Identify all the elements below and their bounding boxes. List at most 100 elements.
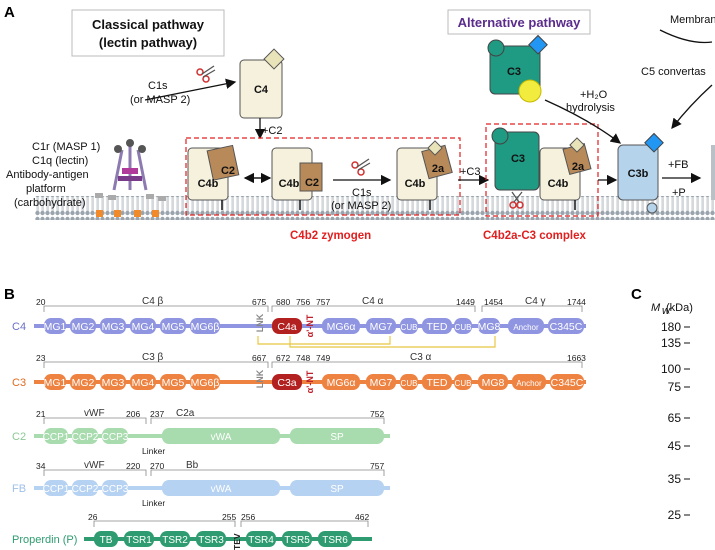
properdin-domain-5: TSR5	[284, 535, 310, 546]
properdin-row-label: Properdin (P)	[12, 534, 77, 546]
c3-domain-14: MG8	[482, 377, 505, 389]
c4-domain-6: LNK	[255, 313, 265, 332]
c3-domain-10: MG7	[370, 377, 393, 389]
fb-num-3: 270	[150, 461, 164, 471]
cropped-molecule	[711, 145, 715, 200]
c2-label-1: C2	[221, 165, 235, 177]
c3-domain-3: MG4	[132, 377, 155, 389]
c4-domain-5-box	[190, 318, 220, 334]
c3-domain-4: MG5	[162, 377, 185, 389]
c3-molecule: C3	[487, 34, 548, 103]
properdin-domain-6: TSR6	[322, 535, 348, 546]
panel-a: A Classical pathway (lectin pathway) Alt…	[4, 4, 715, 242]
c4-domain-16-box	[548, 318, 584, 334]
mw-tick-label-5: 45	[668, 439, 682, 453]
c3-domain-7-box	[272, 374, 302, 390]
properdin-domain-0-box	[94, 531, 118, 547]
c4-domain-13-box	[454, 318, 472, 334]
c4-domain-15: Anchor	[513, 323, 539, 332]
fb-domain-3-box	[162, 480, 280, 496]
cell-membrane	[35, 196, 715, 220]
c1s2-line1: C1s	[352, 187, 372, 199]
c4-num-4: 756	[296, 297, 310, 307]
c4-domain-10-box	[366, 318, 396, 334]
properdin-domain-2: TSR2	[162, 535, 188, 546]
c4-domain-14-box	[478, 318, 500, 334]
c4-label: C4	[254, 84, 269, 96]
plus-c3-label: +C3	[460, 166, 481, 178]
c3-domain-9-box	[322, 374, 360, 390]
c4-num-5: 757	[316, 297, 330, 307]
scissors-icon-3	[509, 191, 524, 209]
c2-domain-4-box	[290, 428, 384, 444]
alternative-title: Alternative pathway	[458, 15, 582, 30]
fb-domain-2-box	[102, 480, 128, 496]
c3b-molecule: C3b	[617, 132, 664, 214]
mw-axis-m: M	[651, 302, 661, 314]
properdin-domain-6-box	[318, 531, 352, 547]
scissors-icon	[196, 65, 216, 83]
c3-domain-13-box	[454, 374, 472, 390]
panel-b: B C4 20 675 680 756 757 1449 1454 1744 C…	[4, 286, 586, 550]
c3-domain-15: Anchor	[516, 379, 542, 388]
c2-domain-2-box	[102, 428, 128, 444]
c4-domain-11: CUB	[401, 323, 418, 332]
c3-domain-0: MG1	[44, 377, 67, 389]
fb-num-2: 220	[126, 461, 140, 471]
c2-domain-1-box	[72, 428, 98, 444]
c2-num-2: 206	[126, 409, 140, 419]
fb-row-label: FB	[12, 483, 26, 495]
c4-domain-8: α'-NT	[305, 314, 315, 337]
c4-num-3: 680	[276, 297, 290, 307]
c4b-label-4: C4b	[548, 178, 569, 190]
c3-domain-2-box	[100, 374, 126, 390]
c4-domain-1-box	[70, 318, 96, 334]
panel-a-letter: A	[4, 4, 15, 21]
plus-c2-label: +C2	[262, 125, 283, 137]
c1q-label: C1q (lectin)	[32, 155, 88, 167]
c4-domain-2-box	[100, 318, 126, 334]
c3-domain-9: MG6α	[327, 377, 356, 389]
c2-linker-label: Linker	[142, 446, 165, 456]
c3-domain-map: C3 23 667 672 748 749 1663 C3 β C3 α MG1…	[12, 352, 586, 393]
c2-vwf-label: vWF	[84, 408, 105, 419]
mw-axis-sub: w	[662, 305, 671, 317]
h2o-line2: hydrolysis	[566, 102, 615, 114]
fb-domain-1-box	[72, 480, 98, 496]
c3-num-2: 667	[252, 353, 266, 363]
c4-domain-9-box	[322, 318, 360, 334]
hydrolysis-arrow	[544, 99, 622, 144]
c3-domain-11: CUB	[401, 379, 418, 388]
c4b-label-1: C4b	[198, 178, 219, 190]
c2-num-3: 237	[150, 409, 164, 419]
c4-chain-gamma: C4 γ	[525, 296, 546, 307]
complex-box	[485, 123, 599, 217]
c1s2-line2: (or MASP 2)	[331, 200, 391, 212]
c3-domain-5: MG6β	[191, 377, 220, 389]
c2-label-2: C2	[305, 177, 319, 189]
c4-row-label: C4	[12, 321, 26, 333]
properdin-tev-label: TEV	[232, 533, 242, 550]
c4-domain-0-box	[44, 318, 66, 334]
plus-p-label: +P	[672, 187, 686, 199]
c3-domain-4-box	[160, 374, 186, 390]
c4-domain-7: C4a	[277, 321, 296, 333]
c2-domain-0: CCP1	[43, 432, 70, 443]
fb-domain-4-box	[290, 480, 384, 496]
c3-domain-3-box	[130, 374, 156, 390]
c3-domain-16: C345C	[551, 377, 584, 389]
fb-num-4: 757	[370, 461, 384, 471]
c3-chain-beta: C3 β	[142, 352, 164, 363]
c3-domain-12: TED	[427, 377, 448, 389]
c4-domain-3-box	[130, 318, 156, 334]
c4-domain-0: MG1	[44, 321, 67, 333]
c3-domain-6: LNK	[255, 369, 265, 388]
properdin-domain-4-box	[246, 531, 276, 547]
mw-tick-label-7: 25	[668, 508, 682, 522]
zymogen-box	[185, 137, 461, 216]
c4-domain-1: MG2	[72, 321, 95, 333]
h2o-line1: +H₂O	[580, 89, 608, 101]
